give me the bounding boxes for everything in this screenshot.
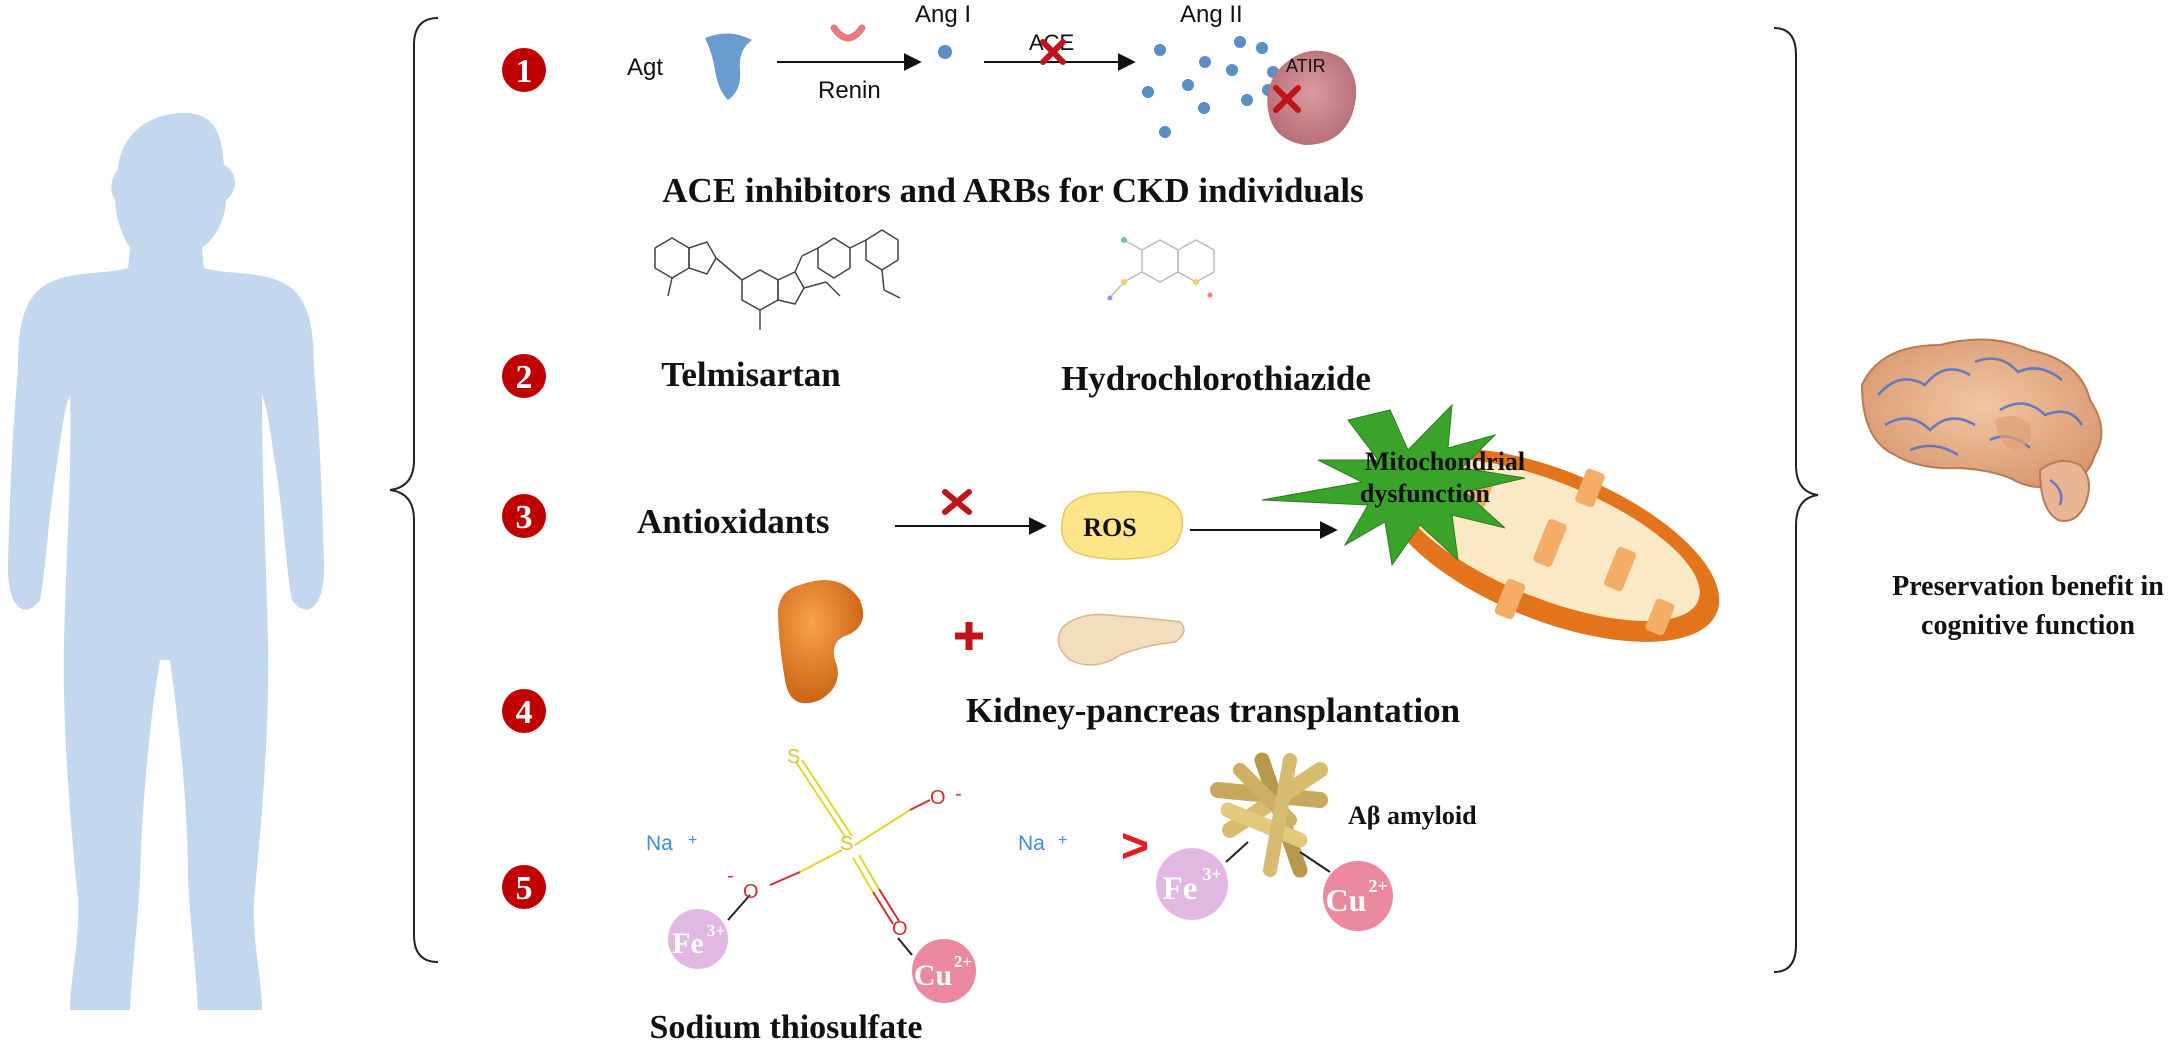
ros-label: ROS — [1083, 513, 1136, 542]
ang1-label: Ang I — [915, 1, 971, 28]
ang1-molecule — [938, 45, 952, 59]
oxygen-charge-right: - — [955, 783, 962, 805]
sulfur-atom-center: S — [840, 833, 853, 855]
fe-symbol: Fe — [1163, 871, 1198, 907]
oxygen-atom-left: O — [743, 881, 759, 903]
human-silhouette — [7, 113, 325, 1010]
step-badge-1: 1 — [502, 48, 546, 92]
thiosulfate-label: Sodium thiosulfate — [650, 1009, 923, 1044]
step-badge-2: 2 — [502, 354, 546, 398]
oxygen-atom-bottom: O — [892, 918, 908, 940]
at1r-cell — [1267, 50, 1357, 145]
dysfunction-spike-icon — [1261, 403, 1526, 567]
cu-ion-right: Cu 2+ — [1323, 861, 1393, 931]
ace-block-x-icon — [1040, 39, 1066, 65]
mito-label-line2: dysfunction — [1360, 479, 1491, 508]
na-charge: + — [688, 832, 697, 849]
telmisartan-label: Telmisartan — [661, 355, 841, 394]
ang2-label: Ang II — [1180, 1, 1243, 28]
step-badge-3: 3 — [502, 494, 546, 538]
renin-label: Renin — [818, 77, 881, 104]
angiotensinogen-icon — [705, 33, 752, 100]
sulfur-atom-top: S — [787, 746, 800, 768]
fe-ion-right: Fe 3+ — [1156, 848, 1228, 920]
cu-symbol: Cu — [1326, 882, 1367, 918]
step-number: 2 — [516, 359, 533, 396]
plus-icon — [955, 622, 983, 650]
telmisartan-structure — [654, 229, 901, 330]
transplantation-label: Kidney-pancreas transplantation — [966, 691, 1460, 730]
agt-label: Agt — [627, 54, 663, 81]
na-charge-right: + — [1058, 832, 1067, 849]
cu-symbol: Cu — [914, 959, 952, 992]
thiosulfate-bonds — [727, 759, 931, 956]
step1-title: ACE inhibitors and ARBs for CKD individu… — [662, 171, 1364, 210]
pancreas-icon — [1057, 613, 1185, 666]
amyloid-label: Aβ amyloid — [1348, 801, 1477, 830]
left-brace — [389, 17, 439, 963]
fe-ion-left: Fe 3+ — [668, 909, 728, 969]
outcome-line2: cognitive function — [1921, 610, 2135, 641]
fe-charge: 3+ — [707, 921, 725, 940]
step-number: 4 — [516, 694, 533, 731]
amyloid-fibrils-icon — [1210, 752, 1328, 878]
ros-block-x-icon — [942, 489, 972, 515]
outcome-line1: Preservation benefit in — [1892, 571, 2164, 602]
kidney-icon — [778, 580, 864, 704]
amyloid-fe-bond — [1225, 841, 1249, 863]
step-number: 1 — [516, 53, 533, 90]
antioxidants-label: Antioxidants — [637, 502, 830, 541]
oxygen-charge-left: - — [727, 865, 734, 887]
hydrochlorothiazide-structure — [1107, 237, 1215, 301]
renin-icon — [830, 24, 866, 42]
ang2-molecules — [1142, 36, 1279, 138]
step-badge-5: 5 — [502, 865, 546, 909]
cu-charge: 2+ — [954, 952, 972, 971]
at1r-block-x-icon — [1273, 85, 1301, 113]
cu-ion-left: Cu 2+ — [912, 939, 976, 1003]
greater-than-symbol: > — [1121, 820, 1149, 873]
fe-symbol: Fe — [672, 927, 704, 960]
hydrochlorothiazide-label: Hydrochlorothiazide — [1061, 359, 1371, 398]
step-badge-4: 4 — [502, 689, 546, 733]
step-number: 5 — [516, 870, 533, 907]
na-label: Na — [646, 832, 673, 855]
oxygen-atom-right: O — [930, 787, 946, 809]
step-number: 3 — [516, 499, 533, 536]
right-brace — [1773, 27, 1819, 973]
mito-label-line1: Mitochondrial — [1365, 447, 1525, 476]
ros-blob — [1060, 490, 1184, 560]
cu-charge: 2+ — [1368, 876, 1387, 896]
na-label-right: Na — [1018, 832, 1045, 855]
brain-icon — [1860, 338, 2103, 522]
atir-label: ATIR — [1286, 56, 1326, 76]
fe-charge: 3+ — [1202, 864, 1221, 884]
amyloid-cu-bond — [1299, 851, 1331, 873]
